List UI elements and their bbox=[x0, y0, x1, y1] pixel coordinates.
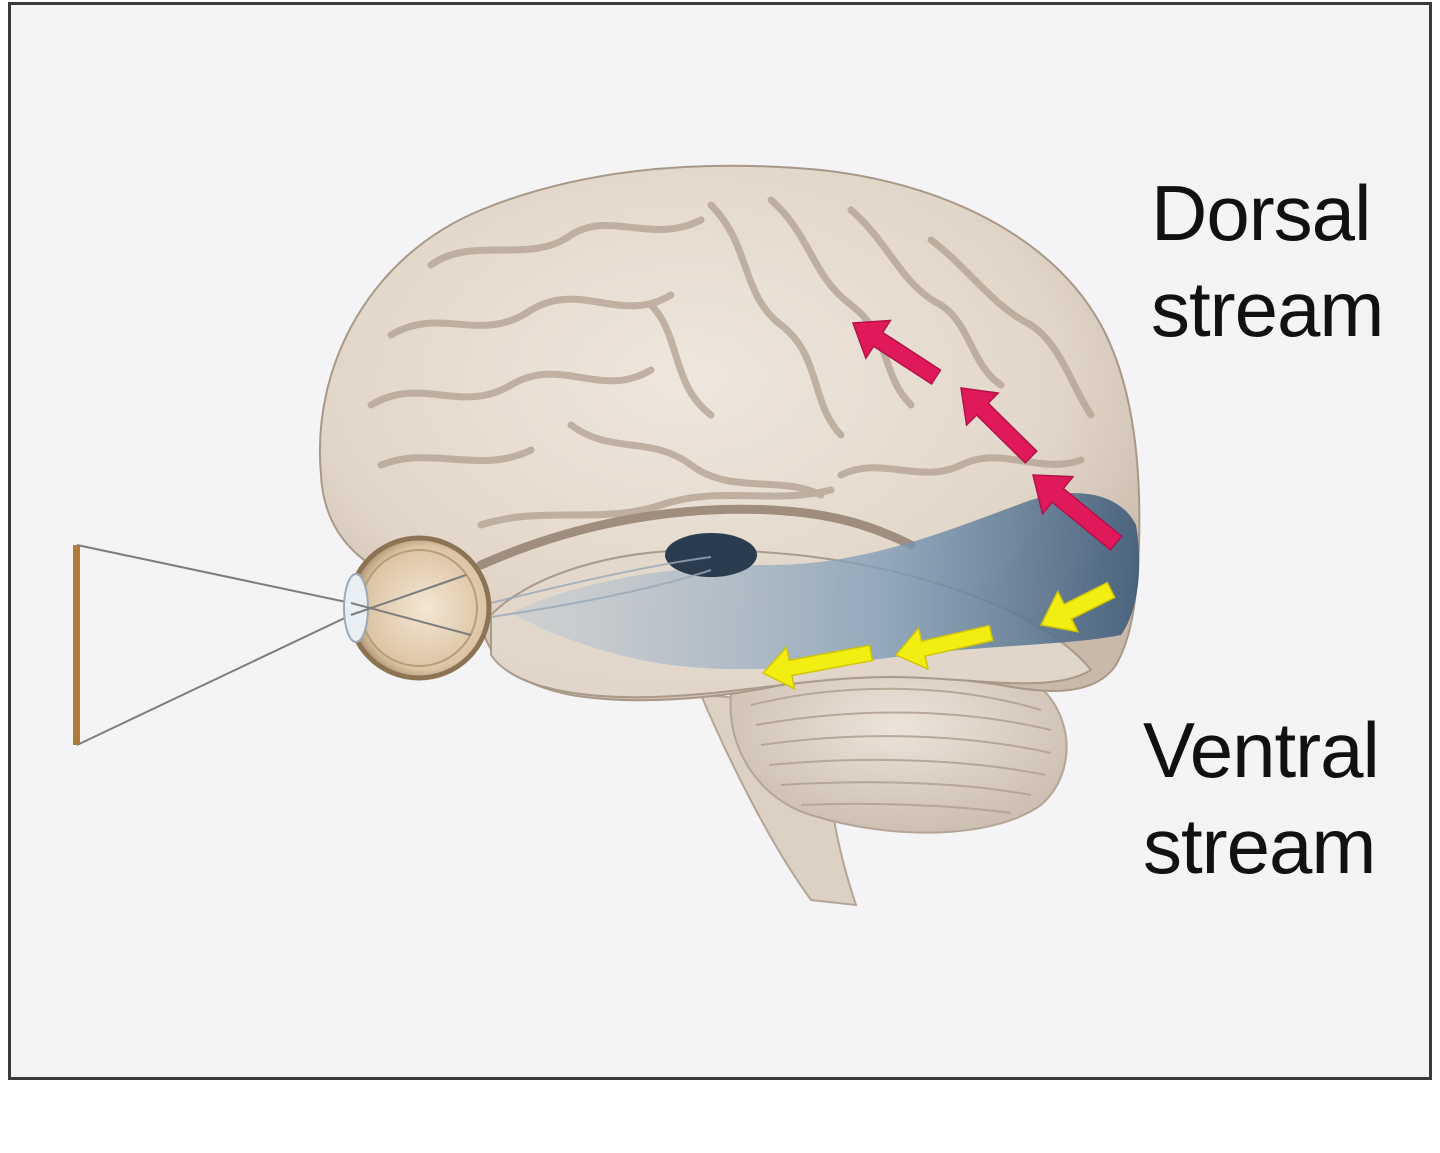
dorsal-label-line-1: Dorsal bbox=[1151, 169, 1371, 257]
dorsal-arrow bbox=[960, 387, 1038, 464]
dorsal-arrow bbox=[851, 319, 942, 385]
dorsal-arrow bbox=[1032, 474, 1123, 551]
viewed-object bbox=[73, 545, 80, 745]
brain-illustration bbox=[73, 164, 1141, 907]
visual-pathway-region bbox=[511, 493, 1140, 670]
ventral-arrow bbox=[761, 644, 874, 690]
ventral-label-line-2: stream bbox=[1143, 802, 1376, 890]
ventral-stream-arrows bbox=[761, 581, 1116, 690]
dorsal-stream-label: Dorsal stream bbox=[1151, 165, 1384, 357]
diagram-frame: Dorsal stream Ventral stream bbox=[8, 2, 1432, 1080]
thalamus-spot bbox=[665, 533, 757, 577]
ventral-arrow bbox=[894, 624, 994, 671]
ventral-label-line-1: Ventral bbox=[1143, 706, 1380, 794]
dorsal-label-line-2: stream bbox=[1151, 265, 1384, 353]
lateral-fissure bbox=[476, 504, 916, 570]
eye bbox=[343, 535, 492, 681]
ventral-stream-label: Ventral stream bbox=[1143, 702, 1380, 894]
dorsal-stream-arrows bbox=[851, 319, 1123, 551]
ventral-arrow bbox=[1039, 581, 1116, 633]
sulci-lines bbox=[367, 196, 1095, 529]
